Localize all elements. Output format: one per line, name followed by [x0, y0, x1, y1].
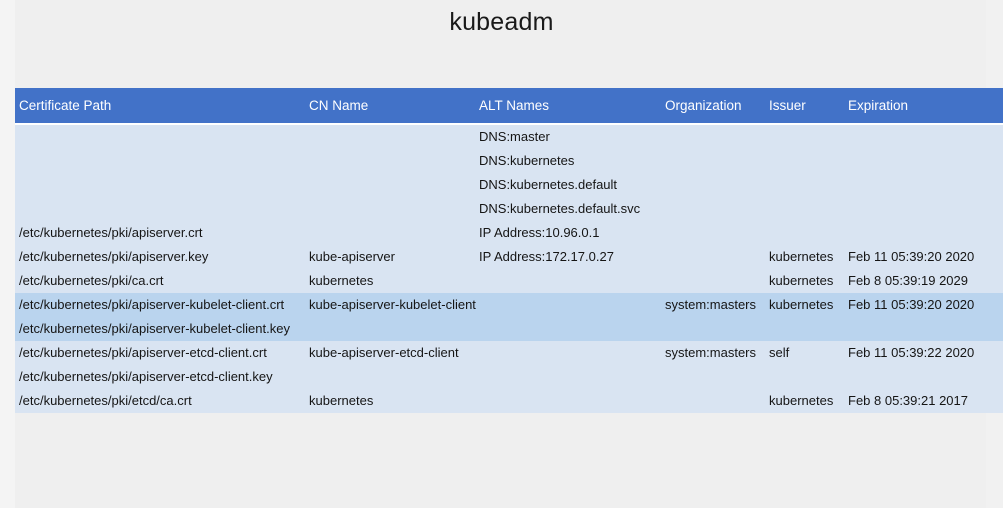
left-gutter — [0, 0, 15, 508]
cell-cn-name: kubernetes — [307, 389, 476, 413]
table-body: /etc/kubernetes/pki/apiserver.crt /etc/k… — [15, 124, 1003, 413]
cell-expiration: Feb 11 05:39:22 2020 — [844, 341, 1003, 389]
certificates-table: Certificate Path CN Name ALT Names Organ… — [15, 88, 1003, 413]
table-row[interactable]: /etc/kubernetes/pki/apiserver.crt /etc/k… — [15, 124, 1003, 269]
cell-expiration: Feb 8 05:39:21 2017 — [844, 389, 1003, 413]
cell-expiration: Feb 11 05:39:20 2020 — [844, 124, 1003, 269]
cell-organization: system:masters — [661, 341, 765, 389]
table-row[interactable]: /etc/kubernetes/pki/ca.crt kubernetes ku… — [15, 269, 1003, 293]
cell-cn-name: kube-apiserver — [307, 124, 476, 269]
cell-certificate-path: /etc/kubernetes/pki/apiserver.crt /etc/k… — [15, 124, 307, 269]
cell-certificate-path: /etc/kubernetes/pki/ca.crt — [15, 269, 307, 293]
cell-alt-names — [476, 269, 661, 293]
column-header-alt-names[interactable]: ALT Names — [476, 88, 661, 125]
table-row[interactable]: /etc/kubernetes/pki/apiserver-etcd-clien… — [15, 341, 1003, 389]
cell-organization: system:masters — [661, 293, 765, 341]
cell-cn-name: kube-apiserver-etcd-client — [307, 341, 476, 389]
cell-issuer: kubernetes — [765, 389, 844, 413]
cell-alt-names — [476, 341, 661, 389]
cell-alt-names: DNS:master DNS:kubernetes DNS:kubernetes… — [476, 124, 661, 269]
cell-organization — [661, 389, 765, 413]
cell-organization — [661, 269, 765, 293]
cell-issuer: kubernetes — [765, 293, 844, 341]
column-header-cn-name[interactable]: CN Name — [307, 88, 476, 125]
cell-cn-name: kube-apiserver-kubelet-client — [307, 293, 476, 341]
table-row[interactable]: /etc/kubernetes/pki/apiserver-kubelet-cl… — [15, 293, 1003, 341]
cell-issuer: kubernetes — [765, 124, 844, 269]
table-header: Certificate Path CN Name ALT Names Organ… — [15, 88, 1003, 125]
cell-issuer: self — [765, 341, 844, 389]
cell-expiration: Feb 11 05:39:20 2020 — [844, 293, 1003, 341]
cell-certificate-path: /etc/kubernetes/pki/apiserver-etcd-clien… — [15, 341, 307, 389]
cell-certificate-path: /etc/kubernetes/pki/etcd/ca.crt — [15, 389, 307, 413]
cell-alt-names — [476, 293, 661, 341]
column-header-certificate-path[interactable]: Certificate Path — [15, 88, 307, 125]
column-header-issuer[interactable]: Issuer — [765, 88, 844, 125]
page-title: kubeadm — [449, 8, 554, 36]
cell-issuer: kubernetes — [765, 269, 844, 293]
cell-cn-name: kubernetes — [307, 269, 476, 293]
table-header-row: Certificate Path CN Name ALT Names Organ… — [15, 88, 1003, 125]
cell-alt-names — [476, 389, 661, 413]
column-header-expiration[interactable]: Expiration — [844, 88, 1003, 125]
cell-expiration: Feb 8 05:39:19 2029 — [844, 269, 1003, 293]
table-row[interactable]: /etc/kubernetes/pki/etcd/ca.crt kubernet… — [15, 389, 1003, 413]
column-header-organization[interactable]: Organization — [661, 88, 765, 125]
cell-organization — [661, 124, 765, 269]
cell-certificate-path: /etc/kubernetes/pki/apiserver-kubelet-cl… — [15, 293, 307, 341]
